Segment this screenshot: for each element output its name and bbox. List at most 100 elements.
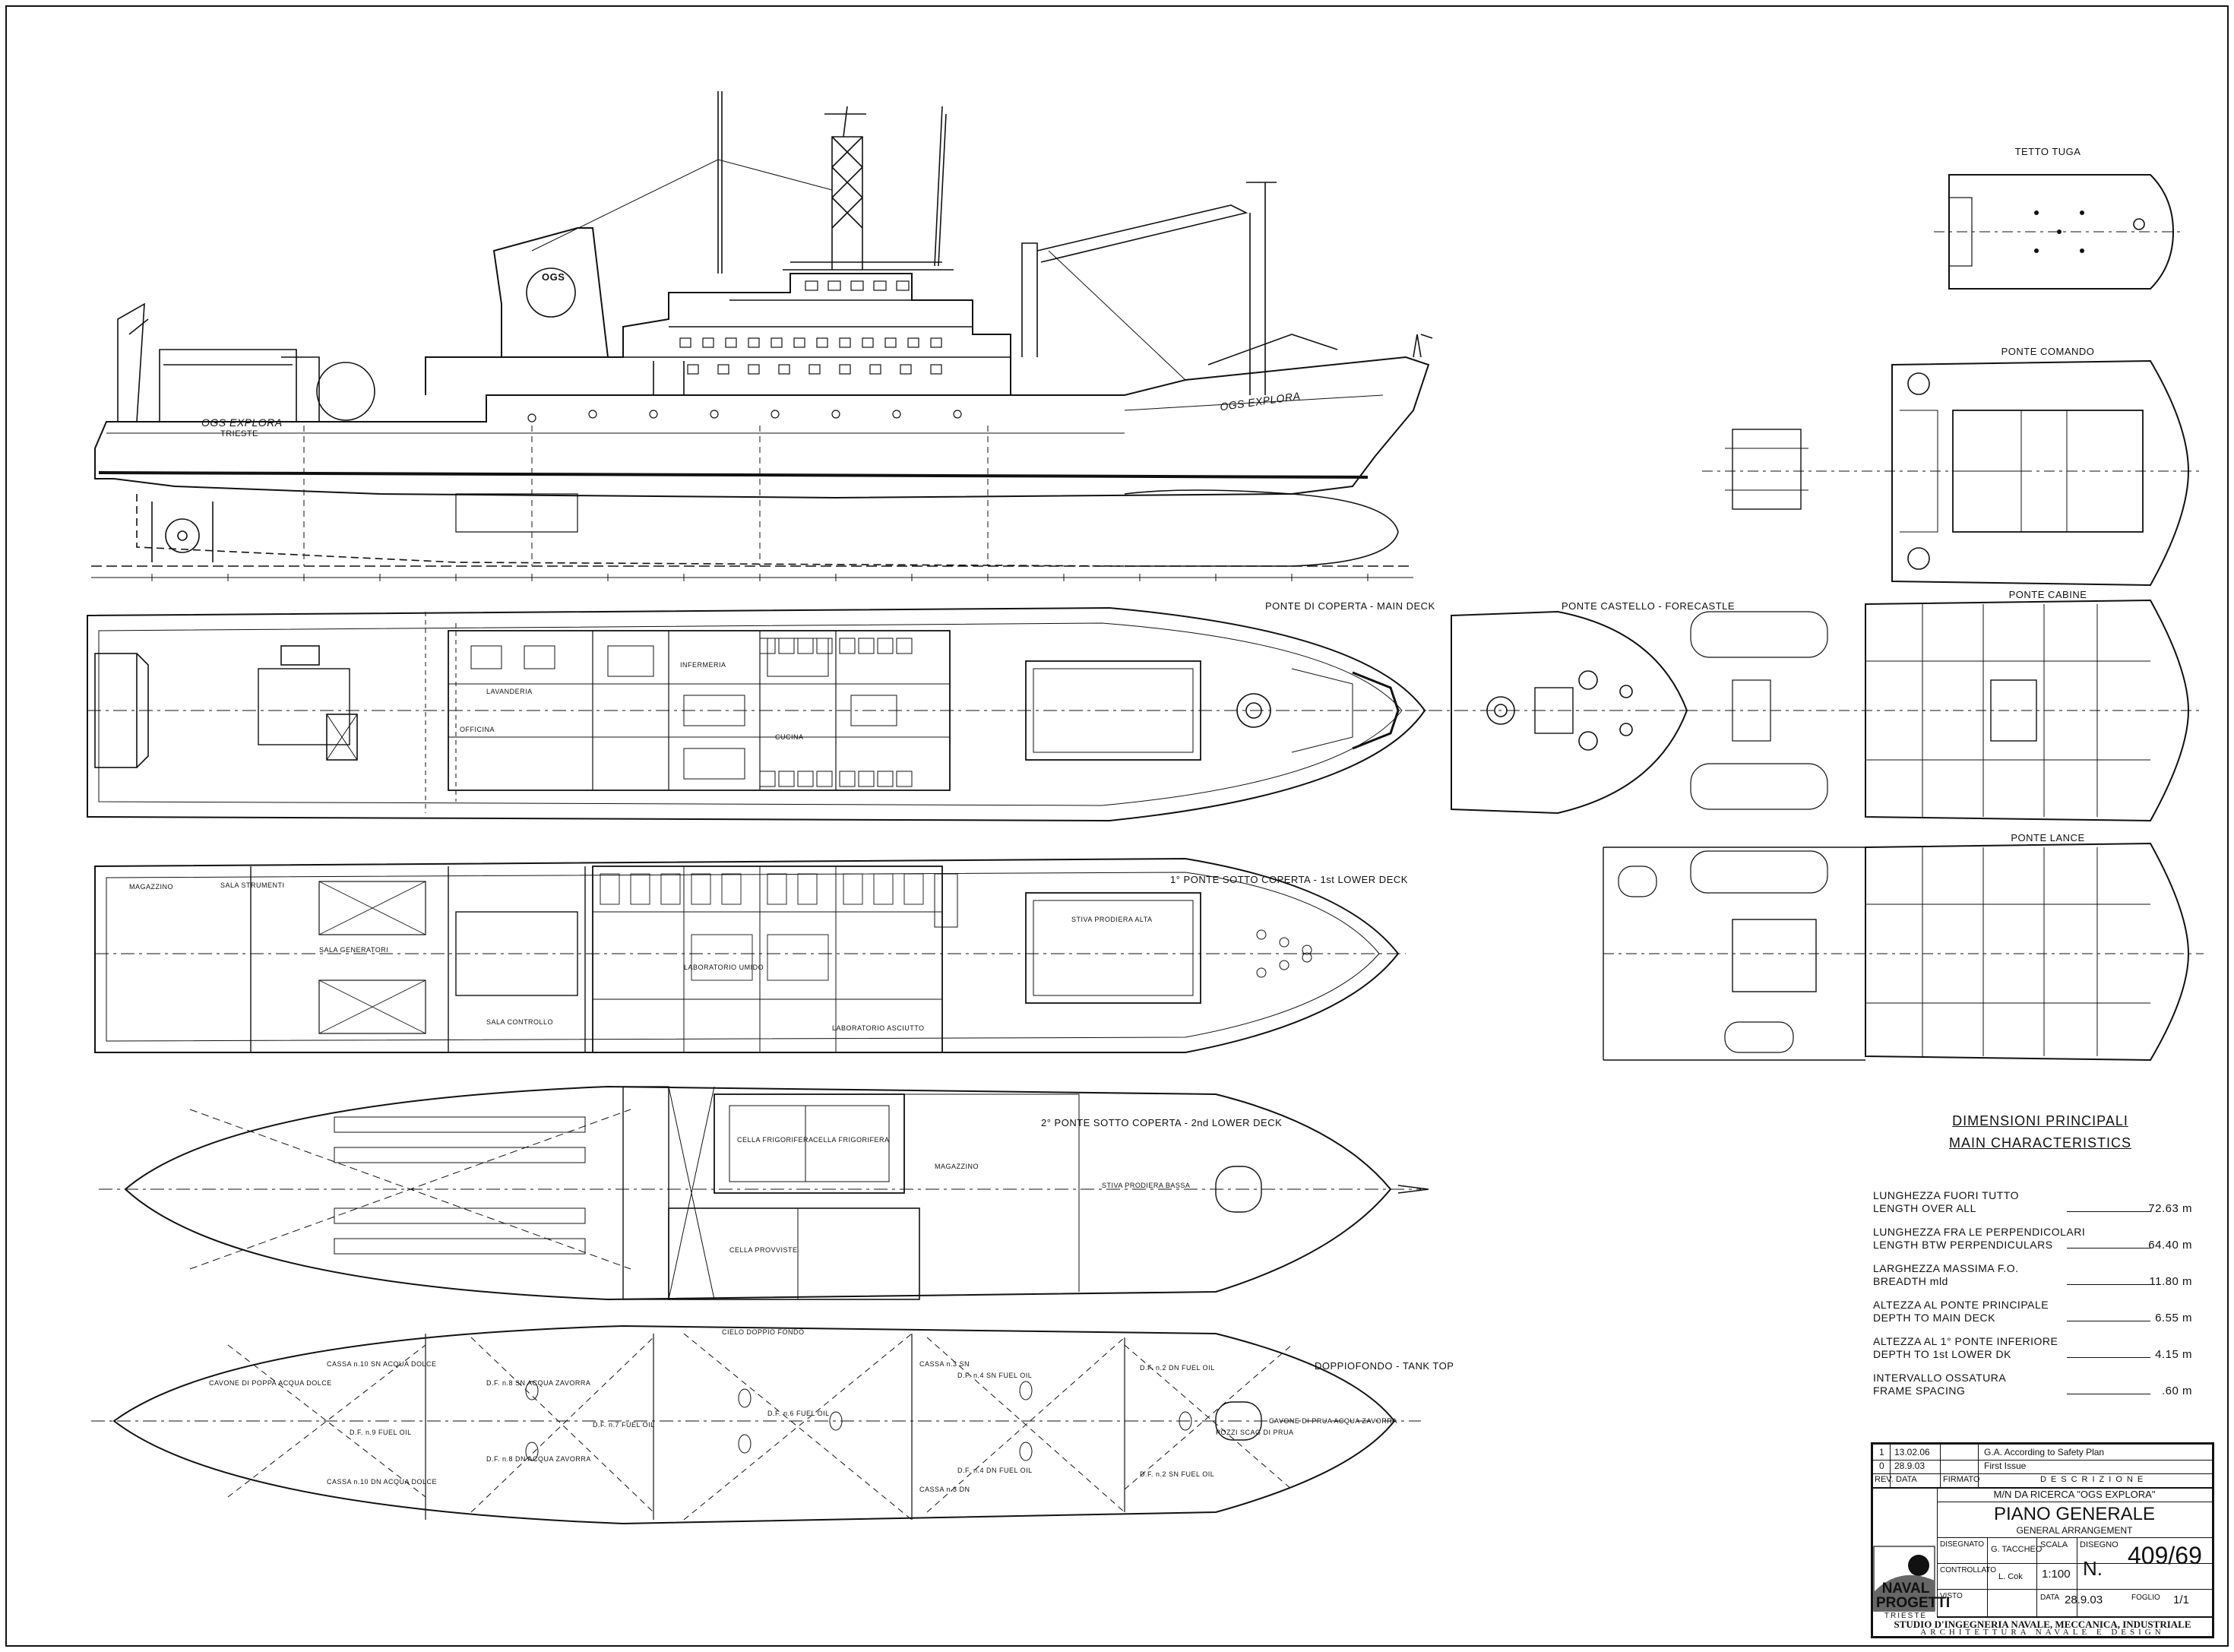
tank-top-plan [91,1324,1421,1525]
dim-row: ALTEZZA AL PONTE PRINCIPALE DEPTH TO MAI… [1873,1299,2192,1324]
controllato-value: L. Cok [1998,1572,2023,1581]
lower-deck-2-plan [99,1085,1429,1301]
view-label-tetto-tuga: TETTO TUGA [2014,146,2081,157]
dim-row-label-en: FRAME SPACING [1873,1385,1966,1397]
drawing-title: PIANO GENERALE [1993,1504,2156,1524]
disegno-prefix: N. [2083,1557,2103,1580]
view-label-main-deck: PONTE DI COPERTA - MAIN DECK [1265,600,1435,612]
view-label-ponte-lance: PONTE LANCE [2011,832,2085,843]
revision-number: 0 [1879,1461,1884,1471]
compartment-label: CIELO DOPPIO FONDO [722,1328,805,1336]
dim-row-value: 4.15 m [2155,1348,2192,1361]
compartment-label: CASSA n.10 DN ACQUA DOLCE [327,1478,438,1486]
company-city: TRIESTE [1884,1612,1928,1620]
sheet-border [5,5,2229,1647]
ponte-lance-plan [1603,842,2204,1062]
compartment-label: CASSA n.3 SN [919,1360,970,1368]
vessel-name: M/N DA RICERCA "OGS EXPLORA" [1993,1489,2156,1500]
dim-row-label-en: LENGTH OVER ALL [1873,1202,1976,1214]
disegnato-value: G. TACCHEO [1991,1545,2043,1554]
dim-row-label-en: BREADTH mld [1873,1275,1948,1287]
disegnato-label: DISEGNATO [1940,1540,1984,1549]
rev-header-date: DATA [1896,1475,1917,1484]
foglio-label: FOGLIO [2131,1593,2160,1602]
compartment-label: INFERMERIA [680,661,726,669]
compartment-label: POZZI SCAG DI PRUA [1216,1429,1294,1436]
compartment-label: D.F. n.8 SN ACQUA ZAVORRA [486,1379,591,1387]
main-deck-plan [87,606,1436,822]
dim-row: LUNGHEZZA FRA LE PERPENDICOLARI LENGTH B… [1873,1226,2192,1252]
dim-row-label-it: ALTEZZA AL 1° PONTE INFERIORE [1873,1335,2058,1347]
main-characteristics-title-it: DIMENSIONI PRINCIPALI [1952,1113,2128,1128]
rev-header-rev: REV. [1875,1475,1894,1484]
compartment-label: CASSA n.3 DN [919,1486,970,1493]
dim-row: LARGHEZZA MASSIMA F.O. BREADTH mld 11.80… [1873,1262,2192,1288]
view-label-tank-top: DOPPIOFONDO - TANK TOP [1315,1360,1454,1372]
revision-date: 28.9.03 [1894,1461,1925,1471]
drawing-number: 409/69 [2128,1542,2202,1569]
ponte-cabine-plan [1679,599,2204,822]
compartment-label: LABORATORIO ASCIUTTO [832,1024,925,1032]
hull-ship-name-stern: OGS EXPLORA [201,416,283,429]
controllato-label: CONTROLLATO [1940,1566,1997,1574]
data-value: 28.9.03 [2065,1593,2103,1606]
main-characteristics-title-en: MAIN CHARACTERISTICS [1948,1135,2132,1150]
revision-number: 1 [1879,1447,1884,1457]
view-label-ponte-comando: PONTE COMANDO [2001,346,2095,357]
disegno-label: DISEGNO [2080,1540,2119,1549]
compartment-label: D.F. n.4 DN FUEL OIL [957,1467,1033,1474]
dim-row: ALTEZZA AL 1° PONTE INFERIORE DEPTH TO 1… [1873,1335,2192,1361]
view-label-lower-deck-1: 1° PONTE SOTTO COPERTA - 1st LOWER DECK [1170,874,1408,885]
dim-row-label-en: LENGTH BTW PERPENDICULARS [1873,1239,2053,1251]
compartment-label: OFFICINA [460,726,495,733]
dim-row-label-it: LUNGHEZZA FRA LE PERPENDICOLARI [1873,1226,2086,1238]
compartment-label: D.F. n.4 SN FUEL OIL [957,1372,1033,1379]
compartment-label: CAVONE DI PRUA ACQUA ZAVORRA [1269,1417,1397,1425]
compartment-label: CASSA n.10 SN ACQUA DOLCE [327,1360,437,1368]
revision-description: First Issue [1984,1461,2027,1471]
dim-row-value: 11.80 m [2149,1275,2192,1288]
dim-row: INTERVALLO OSSATURA FRAME SPACING .60 m [1873,1372,2192,1397]
view-label-lower-deck-2: 2° PONTE SOTTO COPERTA - 2nd LOWER DECK [1041,1117,1283,1128]
main-characteristics-title: DIMENSIONI PRINCIPALI MAIN CHARACTERISTI… [1938,1113,2143,1151]
rev-header-description: DESCRIZIONE [2040,1475,2148,1484]
foglio-value: 1/1 [2173,1593,2189,1606]
rev-header-signed: FIRMATO [1943,1475,1980,1484]
compartment-label: SALA GENERATORI [319,946,389,954]
compartment-label: LABORATORIO UMIDO [684,964,764,971]
compartment-label: D.F. n.6 FUEL OIL [767,1410,830,1417]
compartment-label: D.F. n.8 DN ACQUA ZAVORRA [486,1455,591,1463]
data-label: DATA [2040,1593,2060,1602]
compartment-label: D.F. n.2 DN FUEL OIL [1140,1364,1215,1372]
compartment-label: D.F. n.7 FUEL OIL [593,1421,655,1429]
funnel-logo-text: OGS [542,271,565,283]
profile-view [91,91,1433,581]
tetto-tuga-plan [1934,174,2181,290]
dim-row-value: .60 m [2161,1385,2192,1397]
dim-row-value: 64.40 m [2148,1239,2192,1252]
compartment-label: LAVANDERIA [486,688,533,695]
compartment-label: CELLA FRIGORIFERA [737,1136,814,1144]
dim-row-label-it: LARGHEZZA MASSIMA F.O. [1873,1262,2019,1274]
company-name: NAVAL PROGETTI [1876,1581,1951,1611]
dim-row-label-en: DEPTH TO 1st LOWER DK [1873,1348,2011,1360]
revision-date: 13.02.06 [1894,1447,1930,1457]
scala-value: 1:100 [2042,1568,2071,1581]
studio-line-2: ARCHITETTURA NAVALE E DESIGN [1920,1628,2165,1637]
compartment-label: STIVA PRODIERA ALTA [1071,916,1153,923]
dim-row: LUNGHEZZA FUORI TUTTO LENGTH OVER ALL 72… [1873,1189,2192,1215]
hull-port-name: TRIESTE [220,429,258,438]
visto-label: VISTO [1940,1592,1963,1600]
dim-row-label-it: INTERVALLO OSSATURA [1873,1372,2007,1384]
compartment-label: SALA CONTROLLO [486,1018,554,1026]
scala-label: SCALA [2040,1540,2068,1549]
lower-deck-1-plan [94,857,1406,1053]
dim-row-label-it: LUNGHEZZA FUORI TUTTO [1873,1189,2019,1201]
view-label-forecastle: PONTE CASTELLO - FORECASTLE [1562,600,1736,612]
compartment-label: SALA STRUMENTI [220,881,285,889]
studio-line-1: STUDIO D'INGEGNERIA NAVALE, MECCANICA, I… [1894,1619,2191,1630]
compartment-label: MAGAZZINO [129,883,173,891]
view-label-ponte-cabine: PONTE CABINE [2008,589,2087,600]
title-block: 1 13.02.06 G.A. According to Safety Plan… [1871,1442,2214,1638]
